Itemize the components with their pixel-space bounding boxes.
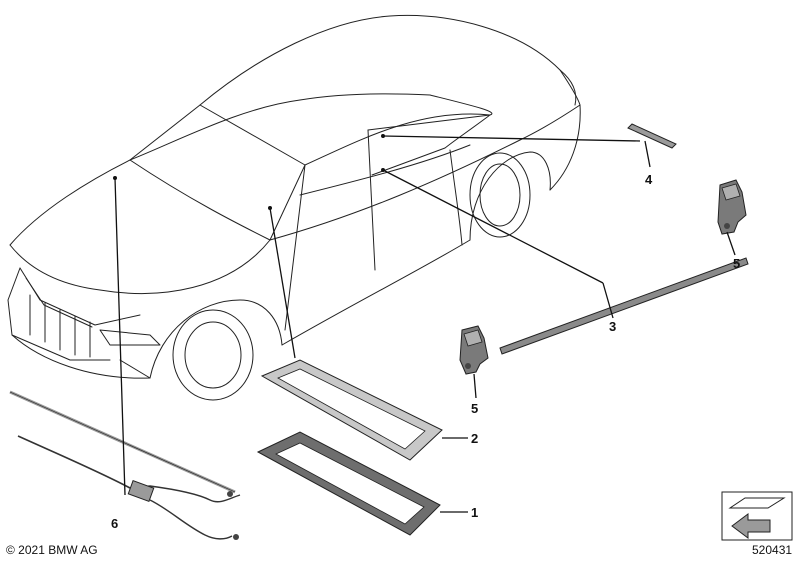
copyright-text: © 2021 BMW AG xyxy=(6,543,98,557)
part-4-trim-strip xyxy=(627,123,677,149)
part-5-sensor-lower xyxy=(459,325,489,375)
callout-3: 3 xyxy=(609,319,616,334)
leader-lines xyxy=(113,134,736,513)
callout-5-lower: 5 xyxy=(471,401,478,416)
car-outline xyxy=(7,14,581,401)
diagram-number: 520431 xyxy=(752,543,792,557)
callout-4: 4 xyxy=(645,172,653,187)
part-1-mounting-frame xyxy=(256,431,441,536)
diagram-symbol-icon xyxy=(721,491,793,541)
part-6-antenna-cable xyxy=(9,390,241,540)
part-2-seal-frame xyxy=(260,359,443,461)
part-3-long-strip xyxy=(499,257,749,355)
callout-2: 2 xyxy=(471,431,478,446)
part-5-sensor-upper xyxy=(717,179,747,235)
callout-1: 1 xyxy=(471,505,478,520)
callout-6: 6 xyxy=(111,516,118,531)
callout-labels: 1 2 3 4 5 5 6 xyxy=(111,172,740,531)
callout-5-upper: 5 xyxy=(733,256,740,271)
